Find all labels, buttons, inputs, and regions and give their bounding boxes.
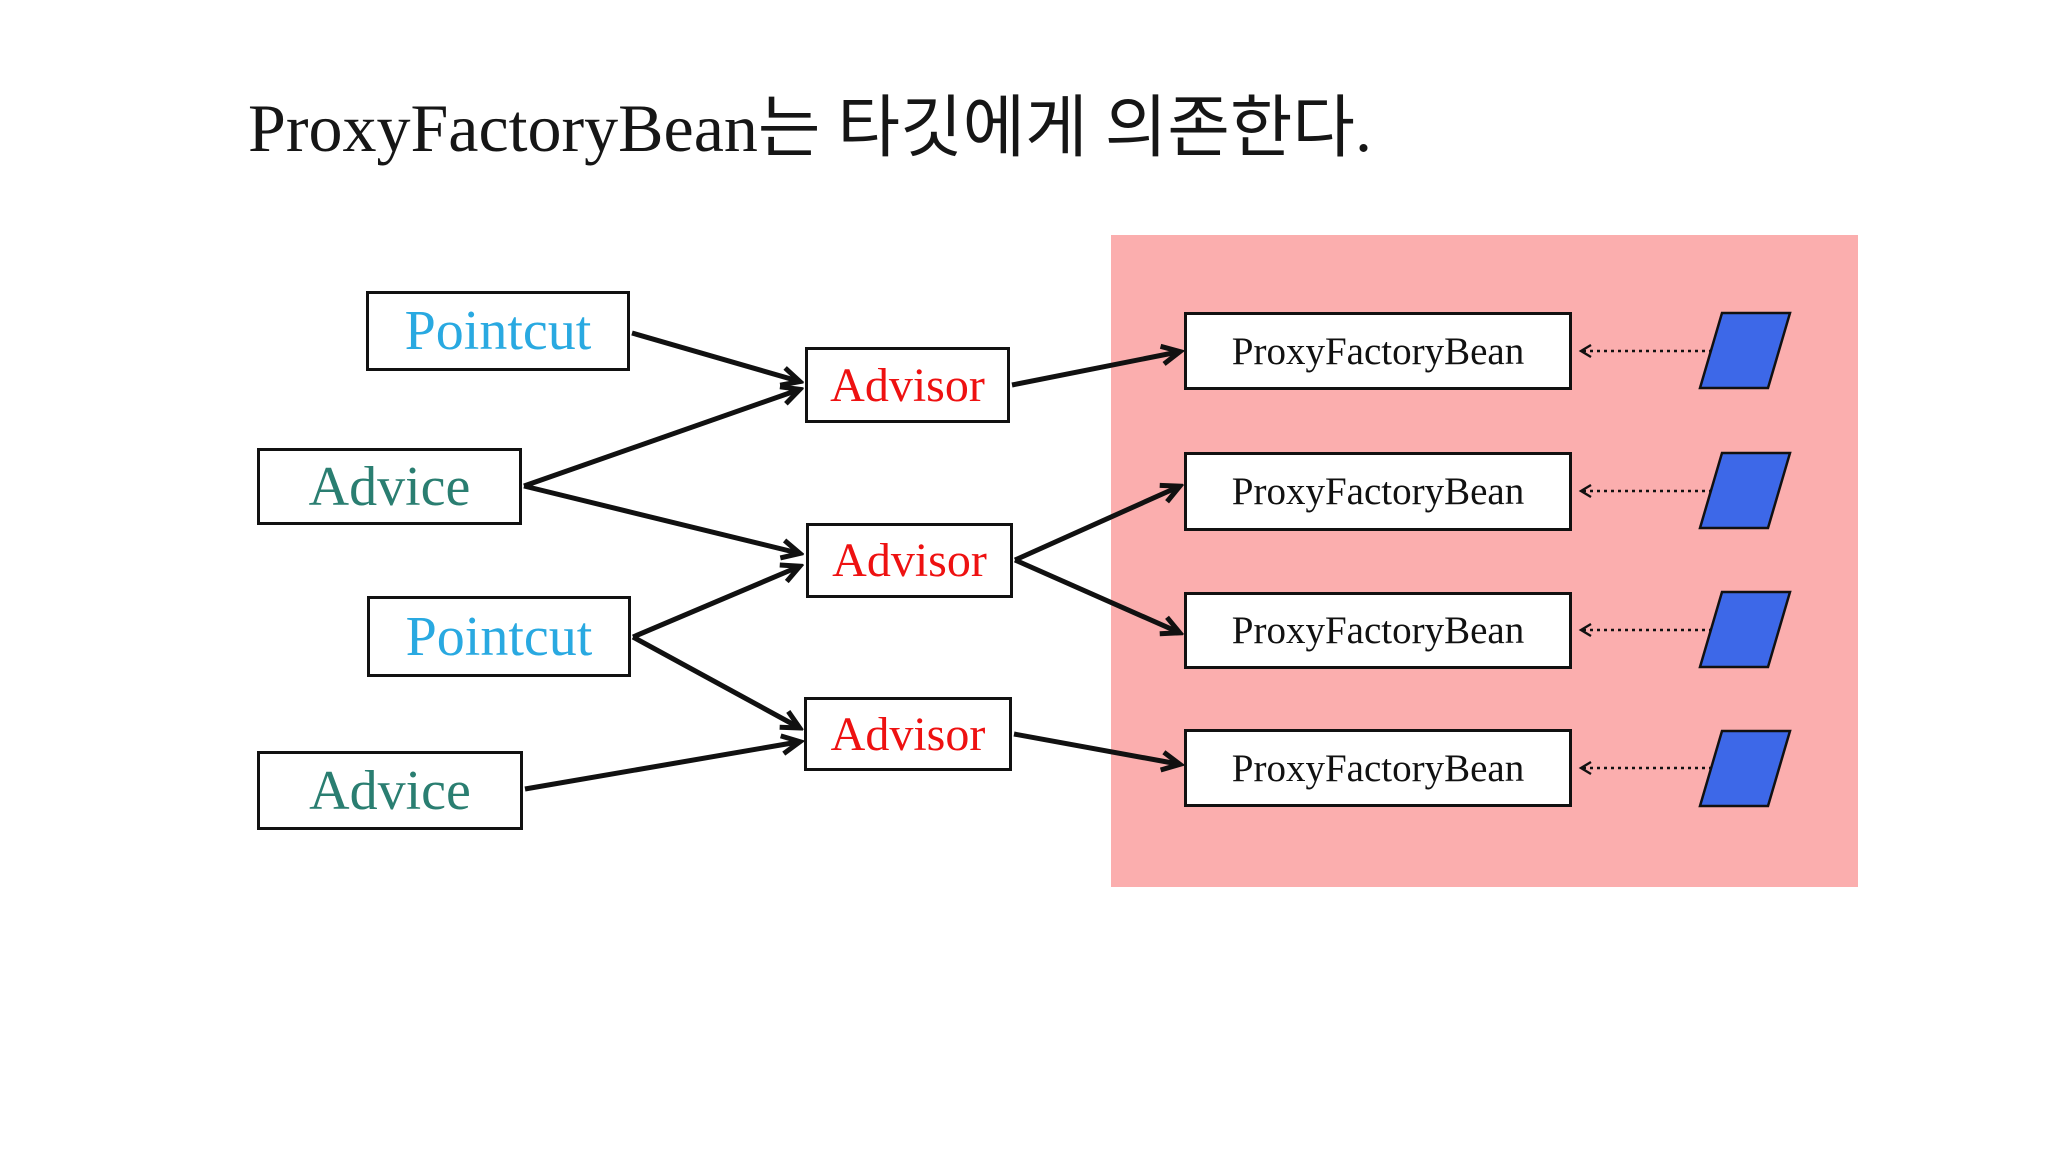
node-label: Advisor [830, 358, 985, 412]
node-proxyfactorybean-1: ProxyFactoryBean [1184, 312, 1572, 390]
node-advisor-3: Advisor [804, 697, 1012, 771]
node-label: ProxyFactoryBean [1231, 609, 1525, 652]
node-label: Advice [309, 759, 471, 822]
node-label: Advisor [832, 534, 987, 587]
node-label: Pointcut [405, 605, 593, 668]
node-advice-2: Advice [257, 751, 523, 830]
node-label: ProxyFactoryBean [1231, 329, 1525, 373]
arrow-pointcut1-to-advisor1 [631, 330, 798, 381]
node-pointcut-2: Pointcut [367, 596, 631, 677]
arrow-pointcut2-to-advisor3 [631, 634, 798, 727]
arrow-advice2-to-advisor3 [524, 742, 798, 792]
node-pointcut-1: Pointcut [366, 291, 630, 371]
node-label: ProxyFactoryBean [1231, 746, 1525, 790]
node-label: Pointcut [404, 300, 592, 362]
node-advisor-2: Advisor [806, 523, 1013, 598]
node-proxyfactorybean-3: ProxyFactoryBean [1184, 592, 1572, 669]
node-advisor-1: Advisor [805, 347, 1010, 423]
node-advice-1: Advice [257, 448, 522, 525]
arrow-advice1-to-advisor1 [523, 390, 798, 489]
node-proxyfactorybean-2: ProxyFactoryBean [1184, 452, 1572, 531]
node-label: Advisor [830, 707, 986, 761]
node-label: Advice [308, 455, 471, 518]
arrow-pointcut2-to-advisor2 [632, 567, 798, 640]
arrow-advice1-to-advisor2 [523, 483, 798, 553]
node-label: ProxyFactoryBean [1231, 470, 1525, 513]
node-proxyfactorybean-4: ProxyFactoryBean [1184, 729, 1572, 807]
slide-title: ProxyFactoryBean는 타깃에게 의존한다. [248, 90, 1372, 166]
